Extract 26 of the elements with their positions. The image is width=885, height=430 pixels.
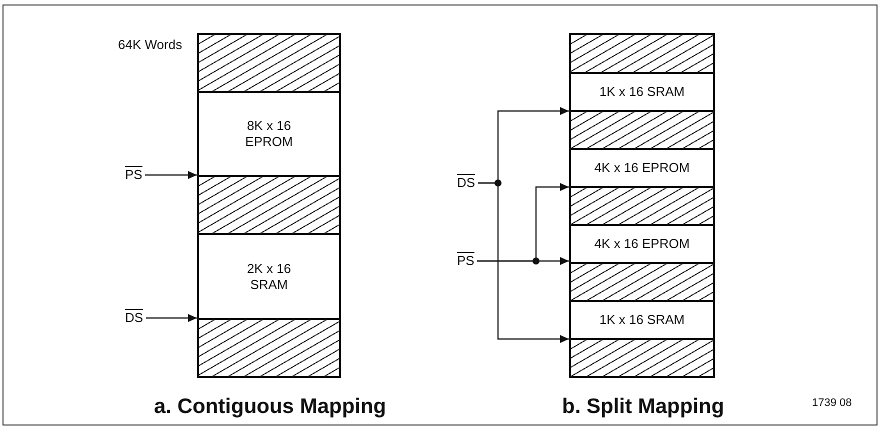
figure-caption: a. Contiguous Mapping <box>154 395 386 419</box>
unused-memory-block <box>569 338 715 378</box>
unused-memory-block <box>569 110 715 150</box>
memory-block: 4K x 16 EPROM <box>569 224 715 264</box>
unused-memory-block <box>197 318 341 378</box>
memory-block: 4K x 16 EPROM <box>569 148 715 188</box>
signal-arrow <box>477 257 569 265</box>
unused-memory-block <box>197 175 341 235</box>
memory-block: 2K x 16 SRAM <box>197 233 341 320</box>
memory-block: 1K x 16 SRAM <box>569 300 715 340</box>
column-label: 64K Words <box>118 37 182 52</box>
signal-name: DS <box>457 175 476 190</box>
signal-arrow <box>145 171 197 179</box>
unused-memory-block <box>569 262 715 302</box>
figure-number: 1739 08 <box>812 397 852 409</box>
signal-name: PS <box>457 253 474 268</box>
signal-arrow <box>146 314 197 322</box>
figure-caption: b. Split Mapping <box>562 395 724 419</box>
signal-name: DS <box>125 310 144 325</box>
memory-block: 8K x 16 EPROM <box>197 91 341 177</box>
memory-block: 1K x 16 SRAM <box>569 72 715 112</box>
signal-name: PS <box>125 167 142 182</box>
unused-memory-block <box>569 33 715 74</box>
unused-memory-block <box>569 186 715 226</box>
unused-memory-block <box>197 33 341 93</box>
signal-arrow <box>478 182 569 343</box>
